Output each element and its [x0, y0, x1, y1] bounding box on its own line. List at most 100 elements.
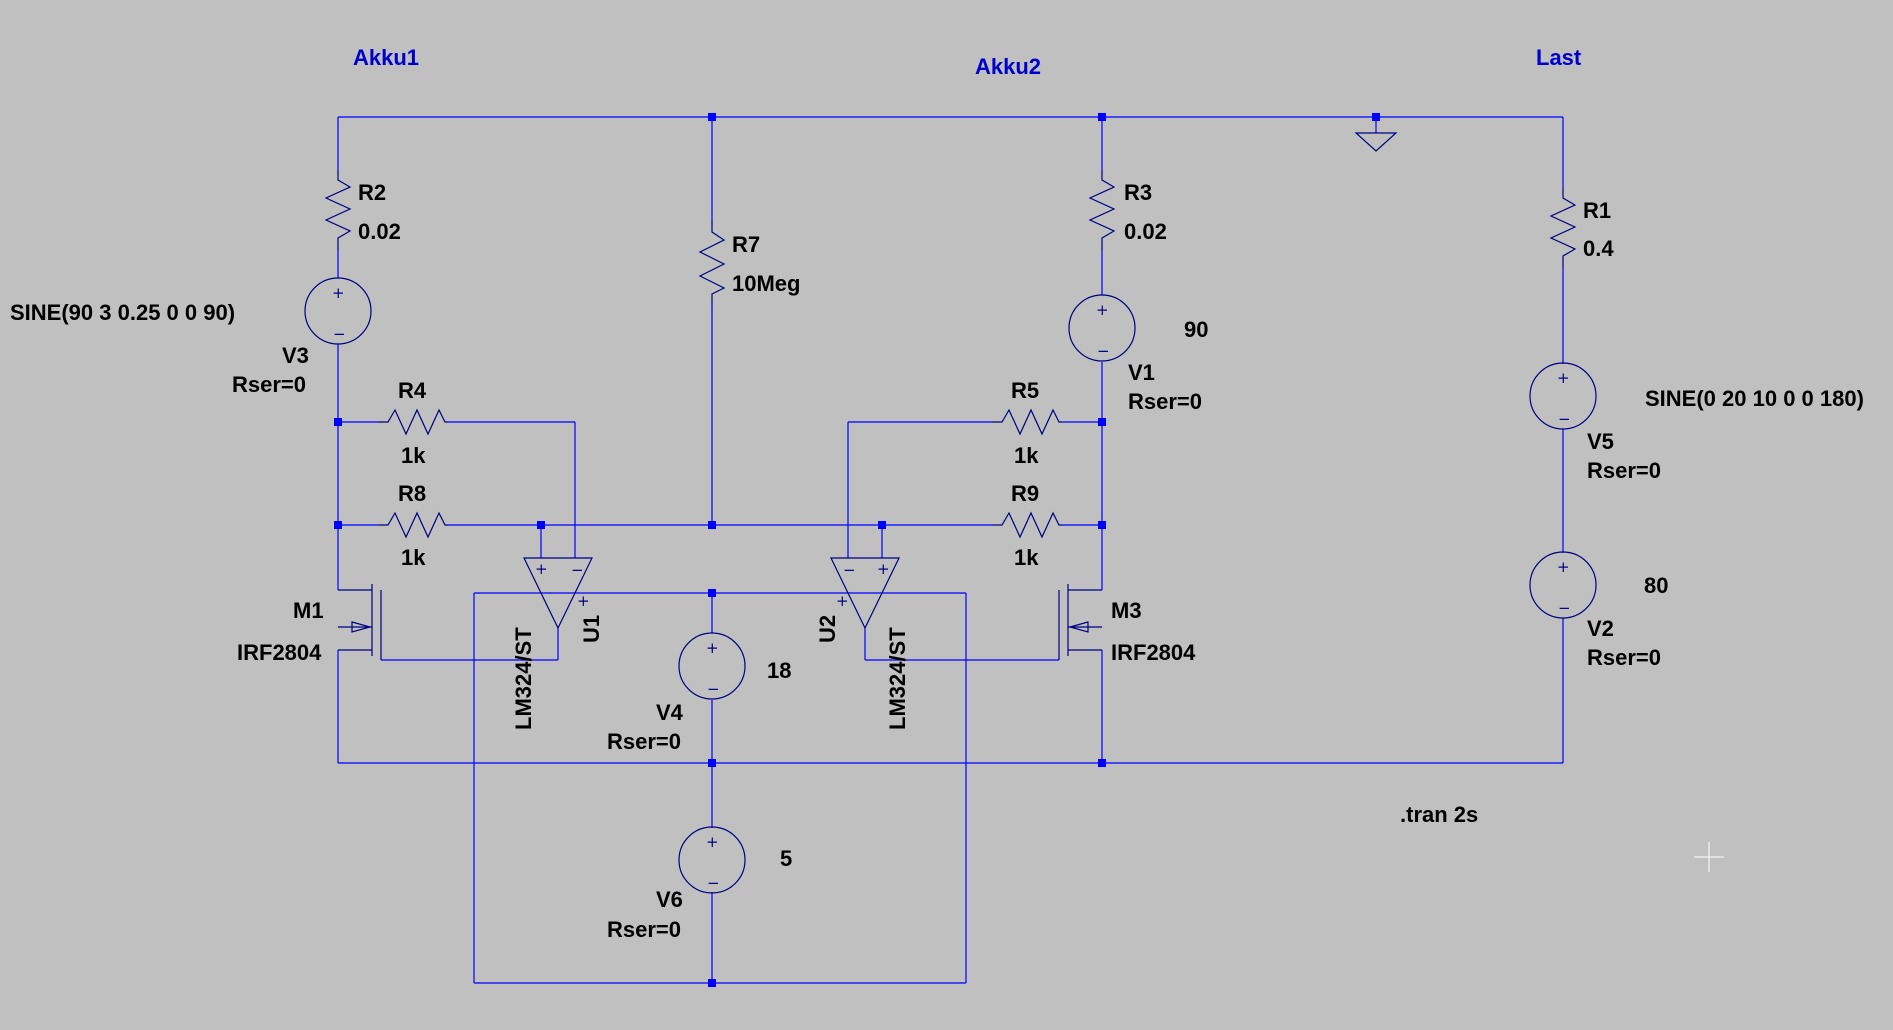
u2-value-label: LM324/ST — [885, 627, 910, 730]
r2-value-label: 0.02 — [358, 219, 401, 244]
v4-rser-label: Rser=0 — [607, 729, 681, 754]
junction-dot — [1372, 113, 1380, 121]
v4-value-label: 18 — [767, 658, 791, 683]
voltage-source-v5[interactable]: + − — [1529, 362, 1597, 430]
junction-dot — [708, 759, 716, 767]
m1-name-label: M1 — [293, 598, 324, 623]
junction-dot — [708, 979, 716, 987]
resistor-r2[interactable] — [324, 170, 352, 250]
junction-dot — [878, 521, 886, 529]
junctions — [334, 113, 1380, 987]
r4-name-label: R4 — [398, 378, 427, 403]
resistor-r9[interactable] — [992, 511, 1062, 539]
plus-sign-icon: + — [706, 639, 719, 657]
plus-sign-icon: + — [1557, 558, 1570, 576]
v3-value-label: SINE(90 3 0.25 0 0 90) — [10, 300, 235, 325]
m1-value-label: IRF2804 — [237, 640, 322, 665]
v5-name-label: V5 — [1587, 429, 1614, 454]
r3-name-label: R3 — [1124, 180, 1152, 205]
v1-value-label: 90 — [1184, 317, 1208, 342]
junction-dot — [1098, 521, 1106, 529]
v5-rser-label: Rser=0 — [1587, 458, 1661, 483]
r7-value-label: 10Meg — [732, 271, 800, 296]
spice-directive-text[interactable]: .tran 2s — [1400, 802, 1478, 827]
u1-name-label: U1 — [579, 615, 604, 643]
voltage-source-v1[interactable]: + − — [1068, 294, 1136, 362]
v4-name-label: V4 — [656, 700, 684, 725]
plus-sign-icon: + — [706, 833, 719, 851]
junction-dot — [708, 521, 716, 529]
voltage-source-v2[interactable]: + − — [1529, 551, 1597, 619]
minus-sign-icon: − — [1558, 410, 1571, 428]
resistor-r7[interactable] — [698, 220, 726, 305]
resistor-r4[interactable] — [378, 408, 448, 436]
v3-rser-label: Rser=0 — [232, 372, 306, 397]
r9-name-label: R9 — [1011, 481, 1039, 506]
junction-dot — [334, 521, 342, 529]
r3-value-label: 0.02 — [1124, 219, 1167, 244]
junction-dot — [708, 589, 716, 597]
v1-rser-label: Rser=0 — [1128, 389, 1202, 414]
ground-icon[interactable] — [1354, 132, 1398, 152]
plus-sign-icon: + — [877, 560, 890, 578]
r8-name-label: R8 — [398, 481, 426, 506]
minus-sign-icon: − — [1097, 342, 1110, 360]
m3-value-label: IRF2804 — [1111, 640, 1196, 665]
r8-value-label: 1k — [401, 545, 426, 570]
u2-name-label: U2 — [815, 615, 840, 643]
v6-rser-label: Rser=0 — [607, 917, 681, 942]
plus-sign-icon: + — [535, 560, 548, 578]
net-label-last[interactable]: Last — [1536, 45, 1582, 70]
resistor-r1[interactable] — [1549, 188, 1577, 268]
minus-sign-icon: − — [333, 325, 346, 343]
junction-dot — [1098, 113, 1106, 121]
resistor-r8[interactable] — [378, 511, 448, 539]
net-label-akku2[interactable]: Akku2 — [975, 54, 1041, 79]
junction-dot — [537, 521, 545, 529]
v6-name-label: V6 — [656, 887, 683, 912]
r2-name-label: R2 — [358, 180, 386, 205]
mosfet-m3[interactable] — [1058, 584, 1102, 660]
junction-dot — [1098, 759, 1106, 767]
r1-name-label: R1 — [1583, 198, 1611, 223]
minus-sign-icon: − — [707, 874, 720, 892]
junction-dot — [1098, 418, 1106, 426]
r4-value-label: 1k — [401, 443, 426, 468]
minus-sign-icon: − — [571, 561, 584, 579]
r5-value-label: 1k — [1014, 443, 1039, 468]
voltage-source-v4[interactable]: + − — [678, 632, 746, 700]
minus-sign-icon: − — [843, 561, 856, 579]
opamp-u1[interactable]: + − + — [523, 557, 593, 630]
r9-value-label: 1k — [1014, 545, 1039, 570]
v3-name-label: V3 — [282, 343, 309, 368]
voltage-source-v3[interactable]: + − — [304, 277, 372, 345]
wires — [337, 116, 1564, 984]
v2-value-label: 80 — [1644, 573, 1668, 598]
junction-dot — [708, 113, 716, 121]
plus-sign-icon: + — [836, 592, 849, 610]
m3-name-label: M3 — [1111, 598, 1142, 623]
r7-name-label: R7 — [732, 232, 760, 257]
opamp-u2[interactable]: − + + — [830, 557, 900, 630]
plus-sign-icon: + — [577, 592, 590, 610]
v5-value-label: SINE(0 20 10 0 0 180) — [1645, 386, 1864, 411]
r1-value-label: 0.4 — [1583, 236, 1614, 261]
mosfet-m1[interactable] — [338, 584, 382, 660]
u1-value-label: LM324/ST — [511, 627, 536, 730]
v1-name-label: V1 — [1128, 360, 1155, 385]
v2-rser-label: Rser=0 — [1587, 645, 1661, 670]
plus-sign-icon: + — [332, 284, 345, 302]
net-label-akku1[interactable]: Akku1 — [353, 45, 419, 70]
minus-sign-icon: − — [1558, 599, 1571, 617]
crosshair-cursor-icon — [1694, 842, 1724, 872]
junction-dot — [334, 418, 342, 426]
resistor-r3[interactable] — [1088, 170, 1116, 250]
plus-sign-icon: + — [1096, 301, 1109, 319]
minus-sign-icon: − — [707, 680, 720, 698]
voltage-source-v6[interactable]: + − — [678, 826, 746, 894]
plus-sign-icon: + — [1557, 369, 1570, 387]
r5-name-label: R5 — [1011, 378, 1039, 403]
resistor-r5[interactable] — [992, 408, 1062, 436]
v2-name-label: V2 — [1587, 616, 1614, 641]
